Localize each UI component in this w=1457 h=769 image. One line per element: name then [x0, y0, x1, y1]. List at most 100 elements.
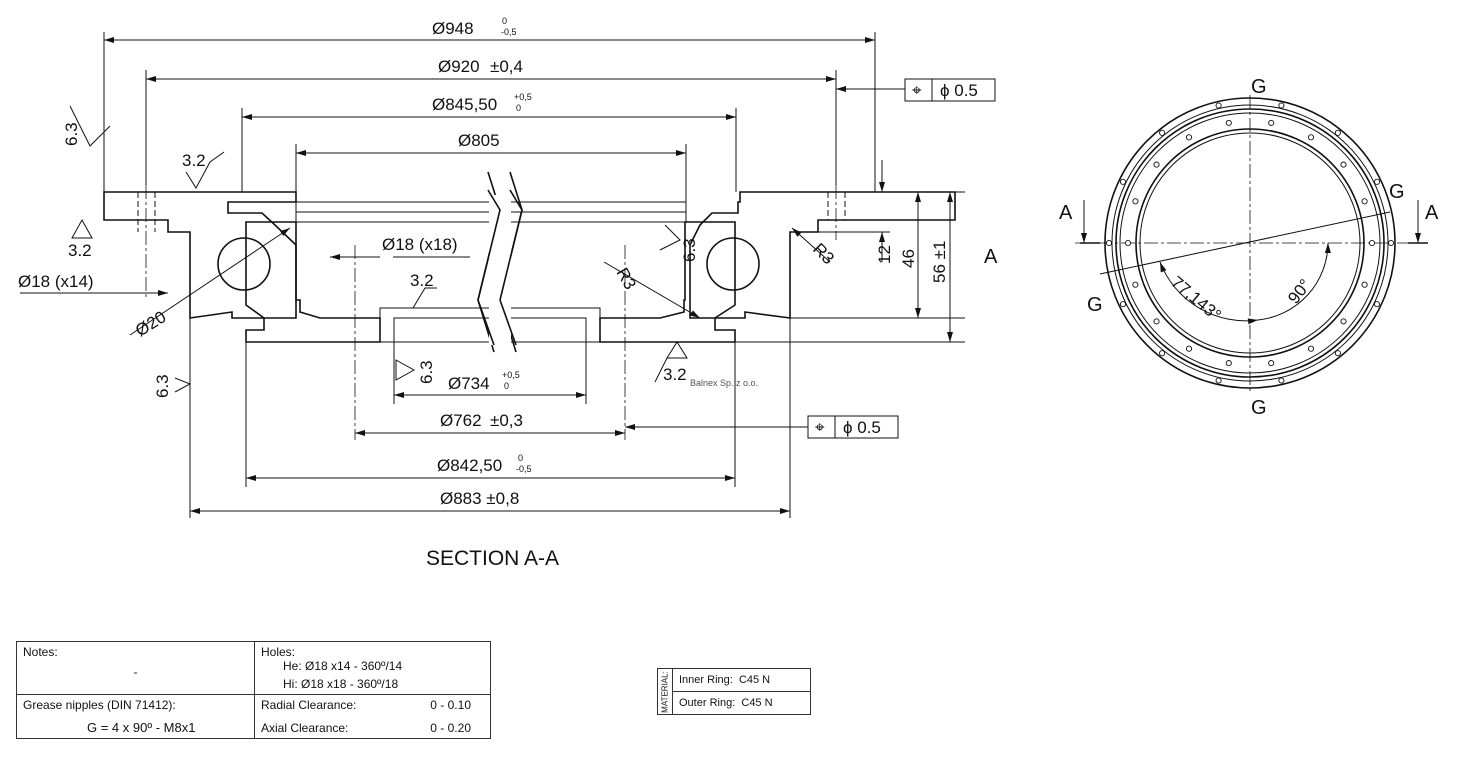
dim-734-tol-upper: +0,5	[502, 370, 520, 380]
notes-cell: Notes: -	[16, 641, 255, 695]
plan-view: G G G G A A 77,143° 90°	[1059, 76, 1439, 419]
bolt-hole	[1124, 239, 1132, 247]
dim-734-tol-lower: 0	[504, 381, 509, 391]
dim-920: Ø920	[438, 57, 480, 76]
grease-label: Grease nipples (DIN 71412):	[23, 698, 176, 712]
bolt-hole	[1119, 301, 1127, 308]
ball-right	[706, 237, 760, 291]
bolt-hole	[1119, 178, 1127, 185]
dim-845-tol-lower: 0	[516, 103, 521, 113]
bolt-hole	[1215, 377, 1222, 384]
dim-948: Ø948	[432, 19, 474, 38]
dim-842-tol-lower: -0,5	[516, 464, 532, 474]
roughness-7: 6.3	[153, 374, 172, 398]
tolerance-symbol-bottom: ⌖	[815, 418, 825, 437]
bolt-hole	[1334, 129, 1341, 136]
g-label-right: G	[1389, 181, 1405, 203]
angle-90: 90°	[1284, 275, 1315, 307]
tolerance-frame-top	[904, 78, 996, 102]
dim-734: Ø734	[448, 374, 490, 393]
bolt-hole	[1215, 102, 1222, 109]
roughness-6: 6.3	[417, 360, 436, 384]
clearance-cell: Radial Clearance: 0 - 0.10 Axial Clearan…	[254, 694, 491, 739]
bolt-hole	[1368, 239, 1376, 247]
roughness-1: 6.3	[62, 122, 81, 146]
bolt-hole	[1307, 134, 1315, 141]
roughness-8: 3.2	[663, 365, 687, 384]
break-line-left-2	[477, 189, 501, 346]
holes-he: He: Ø18 x14 - 360º/14	[283, 659, 403, 673]
radial-value: 0 - 0.10	[430, 698, 471, 712]
bolt-hole	[1132, 198, 1139, 205]
inner-ring-value: C45 N	[738, 674, 771, 686]
dim-948-tol-upper: 0	[502, 16, 507, 26]
holes-cell: Holes: He: Ø18 x14 - 360º/14 Hi: Ø18 x18…	[254, 641, 491, 695]
notes-label: Notes:	[23, 645, 58, 659]
outer-ring-section	[103, 191, 297, 319]
outer-ring-value: C45 N	[741, 697, 773, 709]
inner-ring-label: Inner Ring:	[679, 674, 733, 686]
angle-77: 77,143°	[1167, 273, 1224, 325]
axial-value: 0 - 0.20	[430, 721, 471, 735]
tolerance-value-top: ϕ 0.5	[940, 81, 978, 100]
bolt-hole	[1159, 129, 1166, 136]
dim-762-tol: ±0,3	[490, 411, 523, 430]
bolt-hole	[1340, 161, 1347, 168]
bolt-hole	[1153, 161, 1160, 168]
outer-ring-row: Outer Ring: C45 N	[672, 691, 811, 715]
material-table: MATERIAL: Inner Ring: C45 N Outer Ring: …	[657, 668, 811, 715]
g-label-top: G	[1251, 76, 1267, 98]
bolt-hole	[1340, 318, 1347, 325]
notes-table: Notes: - Holes: He: Ø18 x14 - 360º/14 Hi…	[16, 641, 491, 739]
dim-920-tol: ±0,4	[490, 57, 523, 76]
radial-label: Radial Clearance:	[261, 698, 357, 712]
bolt-hole	[1373, 178, 1381, 185]
holes-hi: Hi: Ø18 x18 - 360º/18	[283, 677, 399, 691]
dim-56: 56 ±1	[930, 241, 949, 283]
bolt-hole	[1268, 119, 1275, 126]
tolerance-frame-bottom	[807, 415, 899, 439]
a-label-right: A	[1425, 202, 1439, 224]
dim-805: Ø805	[458, 131, 500, 150]
bolt-hole	[1105, 239, 1113, 247]
dim-883: Ø883 ±0,8	[440, 489, 519, 508]
dim-18-x14: Ø18 (x14)	[18, 272, 94, 291]
inner-ring-section	[245, 221, 381, 343]
dim-948-tol-lower: -0,5	[501, 27, 517, 37]
bolt-hole	[1361, 281, 1368, 288]
g-label-bottom: G	[1251, 397, 1267, 419]
bolt-hole	[1278, 377, 1285, 384]
material-header: MATERIAL:	[657, 668, 673, 715]
dim-845: Ø845,50	[432, 95, 497, 114]
bolt-hole	[1185, 345, 1193, 352]
roughness-2: 3.2	[182, 151, 206, 170]
bolt-hole	[1387, 239, 1395, 247]
dim-46: 46	[899, 249, 918, 268]
roughness-3: 3.2	[68, 241, 92, 260]
notes-value: -	[133, 665, 138, 679]
view-marker-a: A	[984, 246, 998, 268]
material-header-text: MATERIAL:	[660, 670, 670, 713]
bolt-hole	[1225, 119, 1232, 126]
outer-ring-label: Outer Ring:	[679, 697, 736, 709]
bolt-hole	[1268, 360, 1275, 367]
ball-left	[217, 237, 271, 291]
radius-r3-right: R3	[809, 239, 838, 268]
bolt-hole	[1278, 102, 1285, 109]
g-label-left: G	[1087, 294, 1103, 316]
company-name: Balnex Sp. z o.o.	[690, 378, 758, 388]
holes-label: Holes:	[261, 645, 296, 659]
dim-842-tol-upper: 0	[518, 453, 523, 463]
bolt-hole	[1334, 350, 1341, 357]
dim-18-x18: Ø18 (x18)	[382, 235, 458, 254]
roughness-4: 6.3	[680, 238, 699, 262]
radius-r3-left: R3	[613, 265, 640, 293]
inner-ring-row: Inner Ring: C45 N	[672, 668, 811, 692]
dim-762: Ø762	[440, 411, 482, 430]
grease-value: G = 4 x 90º - M8x1	[87, 720, 196, 735]
bolt-hole	[1361, 198, 1368, 205]
axial-label: Axial Clearance:	[261, 721, 349, 735]
dim-842: Ø842,50	[437, 456, 502, 475]
bolt-hole	[1153, 318, 1160, 325]
